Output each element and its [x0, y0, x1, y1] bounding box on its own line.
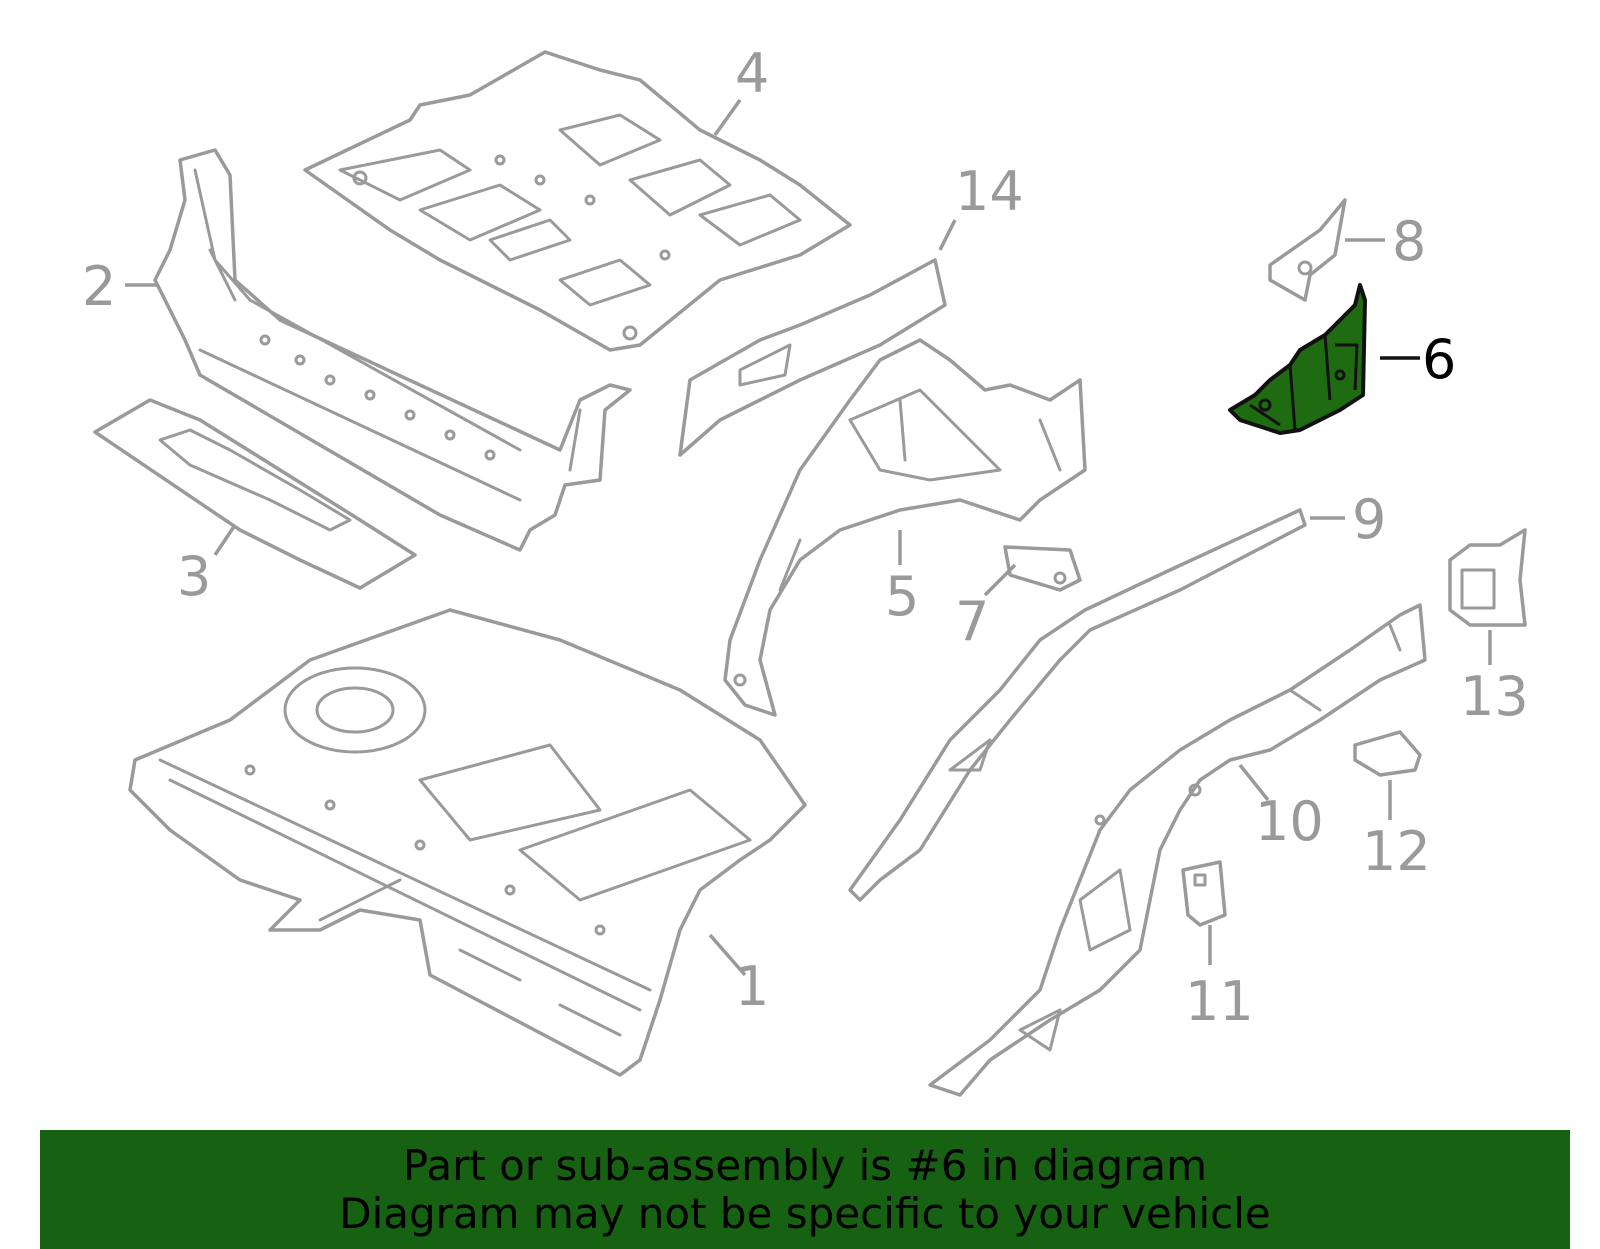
callout-2: 2 [82, 255, 116, 318]
part-7-bracket[interactable] [1003, 545, 1082, 592]
callout-1: 1 [735, 955, 769, 1018]
callout-8: 8 [1392, 210, 1426, 273]
callout-6: 6 [1422, 328, 1456, 391]
part-5-wheelhouse[interactable] [723, 338, 1087, 717]
callout-9: 9 [1352, 488, 1386, 551]
callout-12: 12 [1362, 820, 1431, 883]
callout-13: 13 [1460, 665, 1529, 728]
banner-line-1: Part or sub-assembly is #6 in diagram [402, 1141, 1208, 1190]
part-8-bracket[interactable] [1268, 198, 1347, 302]
part-11-bracket[interactable] [1181, 860, 1227, 927]
callout-3: 3 [177, 545, 211, 608]
callout-14: 14 [955, 160, 1024, 223]
leader-lines [125, 98, 1492, 977]
banner-line-2: Diagram may not be specific to your vehi… [339, 1189, 1271, 1238]
part-3-reinforcement[interactable] [93, 398, 417, 590]
part-1-floor-pan[interactable] [128, 608, 807, 1077]
part-2-crossmember[interactable] [153, 148, 632, 552]
callout-4: 4 [735, 42, 769, 105]
part-14-rail[interactable] [678, 258, 947, 457]
callout-labels: 1 2 3 4 5 6 7 8 9 10 11 12 13 14 [82, 42, 1529, 1033]
part-4-panel[interactable] [303, 50, 852, 352]
parts-diagram: 1 2 3 4 5 6 7 8 9 10 11 12 13 14 [82, 42, 1529, 1097]
callout-10: 10 [1255, 790, 1324, 853]
info-banner: Part or sub-assembly is #6 in diagram Di… [40, 1130, 1570, 1249]
callout-7: 7 [955, 590, 989, 653]
part-10-frame-rail[interactable] [928, 603, 1427, 1097]
part-13-bracket[interactable] [1448, 528, 1527, 627]
part-6-highlighted-bracket[interactable] [1228, 283, 1367, 435]
part-12-bracket[interactable] [1353, 730, 1422, 777]
callout-11: 11 [1185, 970, 1254, 1033]
part-9-side-member[interactable] [848, 508, 1307, 902]
callout-5: 5 [885, 565, 919, 628]
